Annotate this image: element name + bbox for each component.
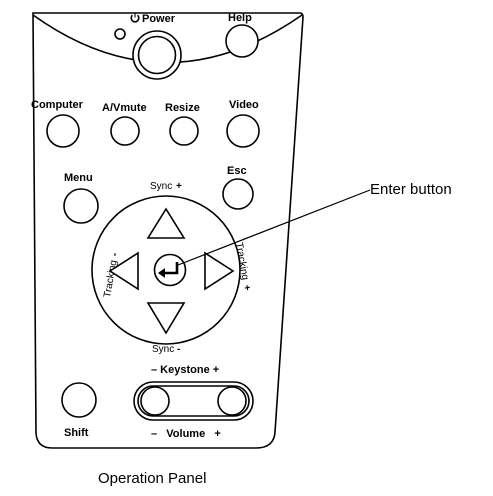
enter-button[interactable] xyxy=(153,253,187,287)
sync-minus-sign: - xyxy=(177,344,180,355)
sync-plus-sign: + xyxy=(176,181,182,192)
video-label: Video xyxy=(229,99,259,111)
power-indicator-light xyxy=(114,28,126,40)
shift-button[interactable] xyxy=(61,382,97,418)
dpad-ring xyxy=(91,195,241,345)
keystone-volume-rocker xyxy=(133,381,254,421)
power-button[interactable] xyxy=(132,30,182,80)
computer-label: Computer xyxy=(31,99,84,111)
power-label: Power xyxy=(142,13,176,25)
figure-caption: Operation Panel xyxy=(98,470,206,487)
video-button[interactable] xyxy=(226,114,260,148)
esc-button[interactable] xyxy=(222,178,254,210)
tracking-minus-label: Tracking xyxy=(102,259,119,298)
keystone-volume-minus-button[interactable] xyxy=(140,386,170,416)
up-arrow-button[interactable] xyxy=(146,207,186,239)
right-arrow-button[interactable] xyxy=(204,251,235,291)
volume-label: – Volume + xyxy=(151,428,221,440)
sync-plus-label: Sync xyxy=(150,181,172,192)
down-arrow-button[interactable] xyxy=(146,302,186,335)
sync-minus-label: Sync xyxy=(152,344,174,355)
avmute-button[interactable] xyxy=(110,116,140,146)
tracking-plus-sign: + xyxy=(241,284,253,292)
help-label: Help xyxy=(228,12,252,24)
enter-return-icon xyxy=(158,262,179,278)
tracking-plus-label: Tracking xyxy=(233,242,250,281)
menu-label: Menu xyxy=(64,172,93,184)
enter-callout-leader xyxy=(177,189,371,266)
avmute-label: A/Vmute xyxy=(102,102,147,114)
left-arrow-button[interactable] xyxy=(108,251,139,291)
computer-button[interactable] xyxy=(46,114,80,148)
shift-label: Shift xyxy=(64,427,89,439)
menu-button[interactable] xyxy=(63,188,99,224)
resize-label: Resize xyxy=(165,102,200,114)
tracking-minus-sign: - xyxy=(109,252,120,257)
esc-label: Esc xyxy=(227,165,247,177)
keystone-label-text: – Keystone + xyxy=(151,364,219,376)
enter-callout-label: Enter button xyxy=(370,181,452,198)
resize-button[interactable] xyxy=(169,116,199,146)
remote-body-outline xyxy=(32,12,304,449)
power-icon xyxy=(130,13,140,23)
help-button[interactable] xyxy=(225,24,259,58)
keystone-volume-plus-button[interactable] xyxy=(217,386,247,416)
